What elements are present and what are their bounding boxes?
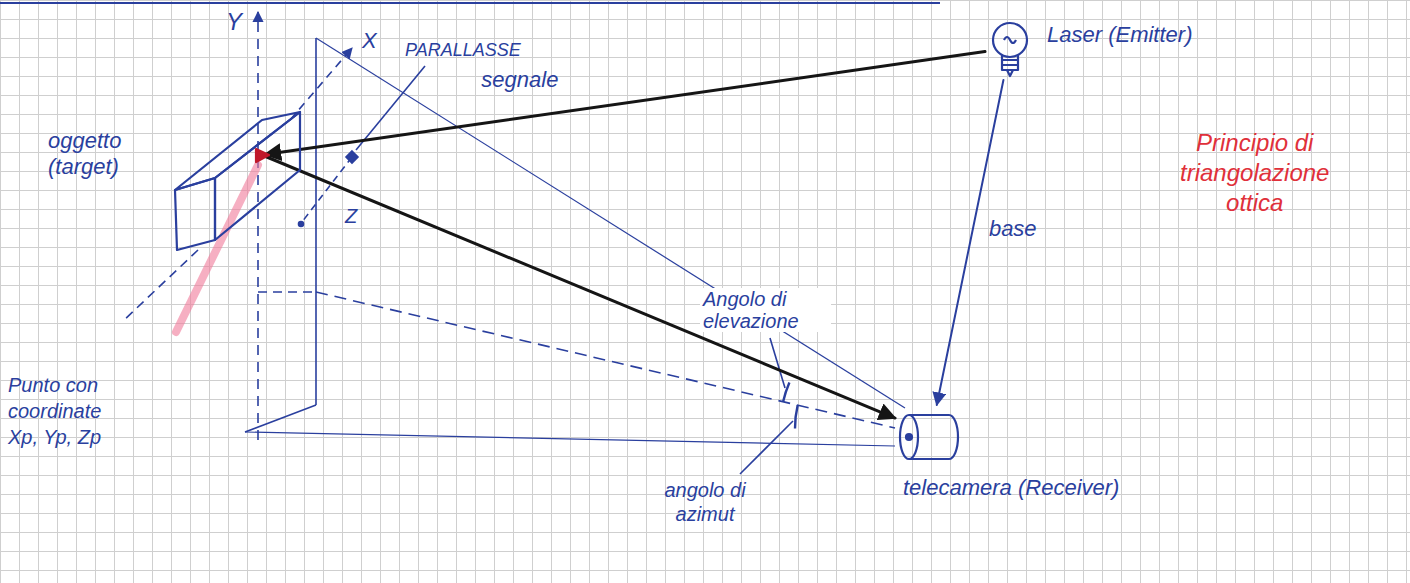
bulb-glass xyxy=(993,23,1027,57)
target-point xyxy=(256,149,269,162)
parallax-label: PARALLASSE xyxy=(405,40,521,62)
azimuth-leader xyxy=(740,421,793,474)
elevation-leader xyxy=(770,338,785,388)
point-note: Punto con coordinate Xp, Yp, Zp xyxy=(8,372,133,450)
box-face xyxy=(215,112,300,240)
target-object: oggetto (target) xyxy=(170,110,265,250)
plane-edge xyxy=(245,405,316,432)
azimuth-arc xyxy=(795,405,798,429)
y-axis xyxy=(257,12,259,440)
box-face xyxy=(175,112,300,190)
edge-label: base xyxy=(989,216,1037,242)
title-note: Principio di triangolazione ottica xyxy=(1180,128,1329,218)
ground-ray xyxy=(245,432,895,446)
axis-name: X xyxy=(362,28,377,54)
axis-name: Y xyxy=(226,8,242,37)
z-axis-dot xyxy=(299,222,304,227)
page-rule xyxy=(0,2,940,4)
node-label: oggetto (target) xyxy=(48,128,148,181)
parallax-marker xyxy=(346,151,358,163)
axis-name: Z xyxy=(345,204,357,228)
plane-top-ray xyxy=(316,38,905,408)
projection-line xyxy=(258,291,316,293)
plane-edge xyxy=(315,38,317,405)
bulb-base xyxy=(1002,55,1018,76)
edge-label: segnale xyxy=(481,67,558,93)
camera-shape xyxy=(895,405,967,470)
laser-emitter: Laser (Emitter) xyxy=(985,18,1035,80)
sketch-lines xyxy=(0,3,940,474)
bulb-filament xyxy=(1004,37,1016,43)
camera-receiver: telecamera (Receiver) xyxy=(895,405,967,470)
node-label: Laser (Emitter) xyxy=(1047,22,1192,48)
return-arrow xyxy=(265,156,895,418)
baseline-arrow xyxy=(937,80,1004,405)
highlight-stroke xyxy=(176,165,258,332)
connectors xyxy=(265,52,1003,418)
box-shape xyxy=(170,110,265,250)
angle-label: Angolo di elevazione xyxy=(700,288,831,332)
x-axis xyxy=(290,48,352,120)
signal-arrow xyxy=(265,52,985,155)
camera-lens xyxy=(900,415,918,459)
lens-dot xyxy=(906,434,912,440)
angle-label: angolo di azimut xyxy=(640,478,770,526)
node-label: telecamera (Receiver) xyxy=(903,475,1119,501)
bulb-shape xyxy=(985,18,1035,80)
